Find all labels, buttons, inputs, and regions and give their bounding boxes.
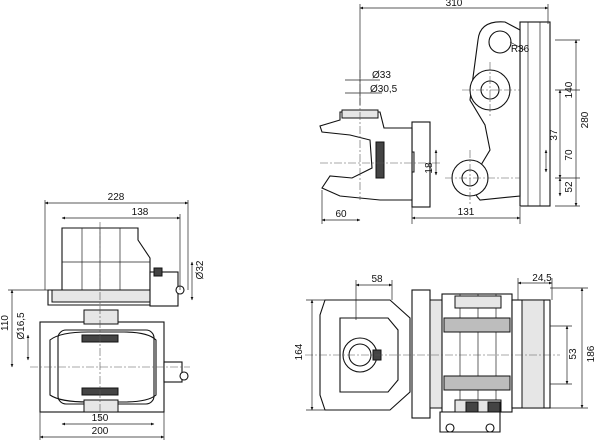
dim-depth-24-5: 24,5 <box>532 273 552 284</box>
side-arm-hole <box>488 30 512 54</box>
front-bolt-head <box>153 267 163 277</box>
dim-length-total: 310 <box>446 0 463 9</box>
dim-offset-70: 70 <box>564 149 575 161</box>
dim-dia-inner: Ø30,5 <box>370 84 398 95</box>
top-cylinder-block <box>441 293 513 413</box>
dim-width-lower: 150 <box>92 413 109 424</box>
dim-height-53: 53 <box>568 348 579 360</box>
dim-dia-outer: Ø33 <box>372 70 391 81</box>
dim-offset-18: 18 <box>424 162 435 174</box>
front-pin-housing <box>149 271 179 307</box>
front-side-lug <box>163 361 183 383</box>
dim-dia-pin: Ø32 <box>195 260 206 279</box>
dim-height-164: 164 <box>294 343 305 360</box>
dim-width-base: 200 <box>92 426 109 437</box>
dim-offset-37: 37 <box>549 129 560 141</box>
dim-height-140: 140 <box>564 81 575 98</box>
top-flange <box>411 289 431 419</box>
side-jaw-slot <box>375 141 385 179</box>
top-view: 58 24,5 164 53 186 <box>294 273 597 433</box>
front-coupling-top <box>83 309 119 325</box>
front-view: 228 138 Ø32 110 Ø16,5 150 200 <box>0 192 206 440</box>
side-jaw-body <box>319 111 413 201</box>
dim-width-overall: 228 <box>108 192 125 203</box>
side-back-plate <box>519 21 551 207</box>
dim-jaw-60: 60 <box>335 209 347 220</box>
dim-radius: R36 <box>511 44 530 55</box>
front-coupling-bottom <box>83 399 119 413</box>
dim-plate-131: 131 <box>458 207 475 218</box>
dim-height-mid: 110 <box>0 315 11 331</box>
dim-offset-52: 52 <box>564 181 575 193</box>
dim-dia-small: Ø16,5 <box>16 312 27 340</box>
side-view: 310 R36 Ø33 Ø30,5 140 280 37 70 18 52 60… <box>319 0 591 224</box>
dim-width-upper: 138 <box>132 207 149 218</box>
dim-height-186: 186 <box>586 345 597 362</box>
front-upper-flange <box>51 289 163 303</box>
dim-height-280: 280 <box>580 111 591 128</box>
dim-depth-58: 58 <box>371 274 383 285</box>
